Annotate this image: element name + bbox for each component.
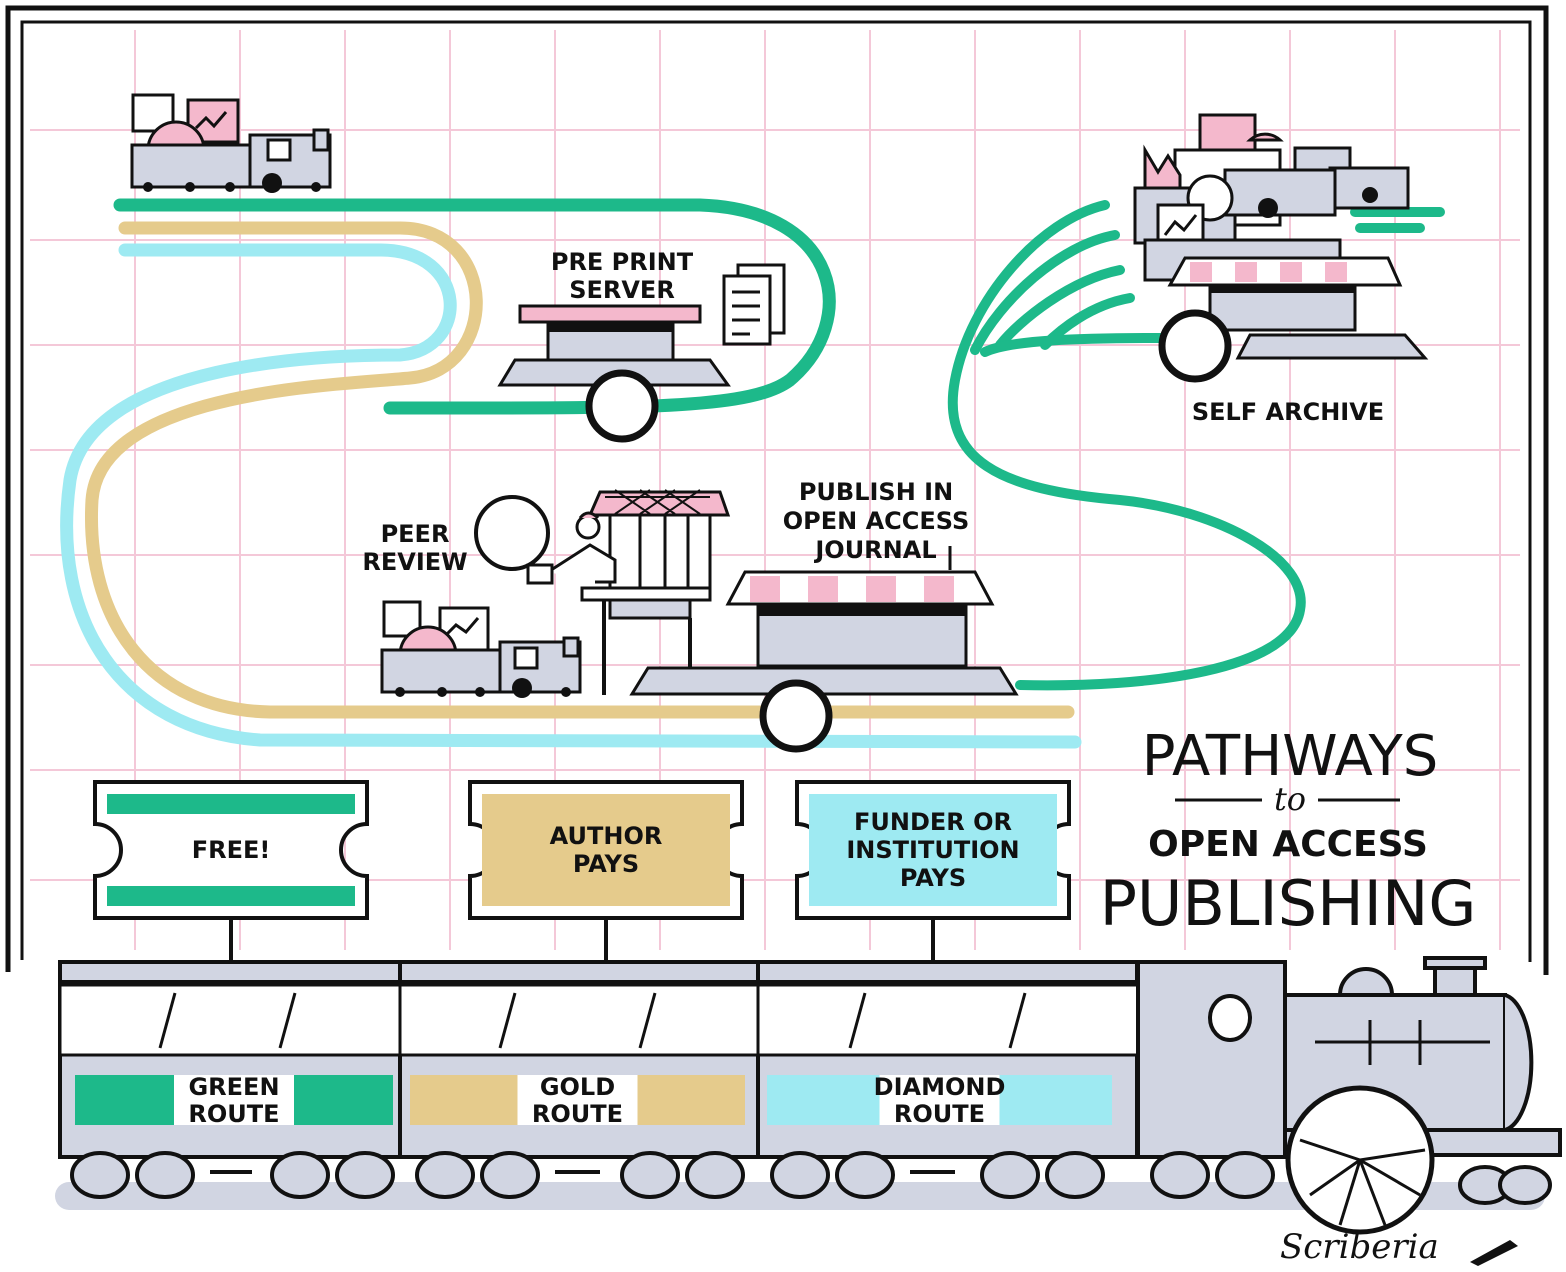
oa-journal-label-line2: OPEN ACCESS [783, 507, 970, 535]
route-2-label-line2: ROUTE [532, 1100, 623, 1128]
oa-journal-station-icon [629, 546, 1019, 753]
pen-icon [1470, 1240, 1518, 1266]
train [55, 956, 1562, 1235]
peer-review-signal-box-icon [474, 489, 731, 695]
preprint-station-icon [497, 304, 731, 443]
ticket-2-label-line2: PAYS [573, 850, 639, 878]
ticket-3-label-line1: FUNDER OR [854, 808, 1012, 836]
preprint-label-line2: SERVER [569, 276, 675, 304]
self-archive-cluster-icon [1133, 113, 1429, 383]
document-icon [722, 263, 786, 346]
green-track-self-archive [947, 200, 1445, 691]
cargo-train-icon [380, 600, 582, 698]
cargo-train-icon [130, 93, 332, 193]
ticket-1: FREE! [93, 780, 369, 962]
preprint-label-line1: PRE PRINT [551, 248, 694, 276]
route-1-label-line1: GREEN [188, 1073, 279, 1101]
route-3-label-line1: DIAMOND [874, 1073, 1006, 1101]
green-track-preprint [113, 198, 836, 415]
diagram-title: PATHWAYS to OPEN ACCESS PUBLISHING [1100, 724, 1477, 940]
peer-review-label-line2: REVIEW [362, 548, 467, 576]
gold-track [84, 221, 1075, 719]
oa-journal-label-line3: JOURNAL [813, 536, 936, 564]
title-line2: to [1274, 780, 1306, 818]
route-2-label-line1: GOLD [540, 1073, 615, 1101]
ticket-icon [93, 780, 369, 920]
signature-text: Scriberia [1280, 1227, 1439, 1267]
signature: Scriberia [1280, 1227, 1518, 1267]
title-line3: OPEN ACCESS [1148, 824, 1428, 865]
ticket-2-label-line1: AUTHOR [550, 822, 663, 850]
ticket-1-label-line1: FREE! [192, 836, 271, 864]
title-line4: PUBLISHING [1100, 867, 1477, 940]
route-1-label-line2: ROUTE [188, 1100, 279, 1128]
self-archive-label: SELF ARCHIVE [1192, 398, 1384, 426]
ticket-3-label-line2: INSTITUTION [846, 836, 1019, 864]
oa-journal-label-line1: PUBLISH IN [799, 478, 953, 506]
title-line1: PATHWAYS [1142, 724, 1439, 789]
peer-review-label-line1: PEER [381, 520, 450, 548]
route-3-label-line2: ROUTE [894, 1100, 985, 1128]
ticket-3-label-line3: PAYS [900, 864, 966, 892]
cyan-track [60, 243, 1082, 749]
